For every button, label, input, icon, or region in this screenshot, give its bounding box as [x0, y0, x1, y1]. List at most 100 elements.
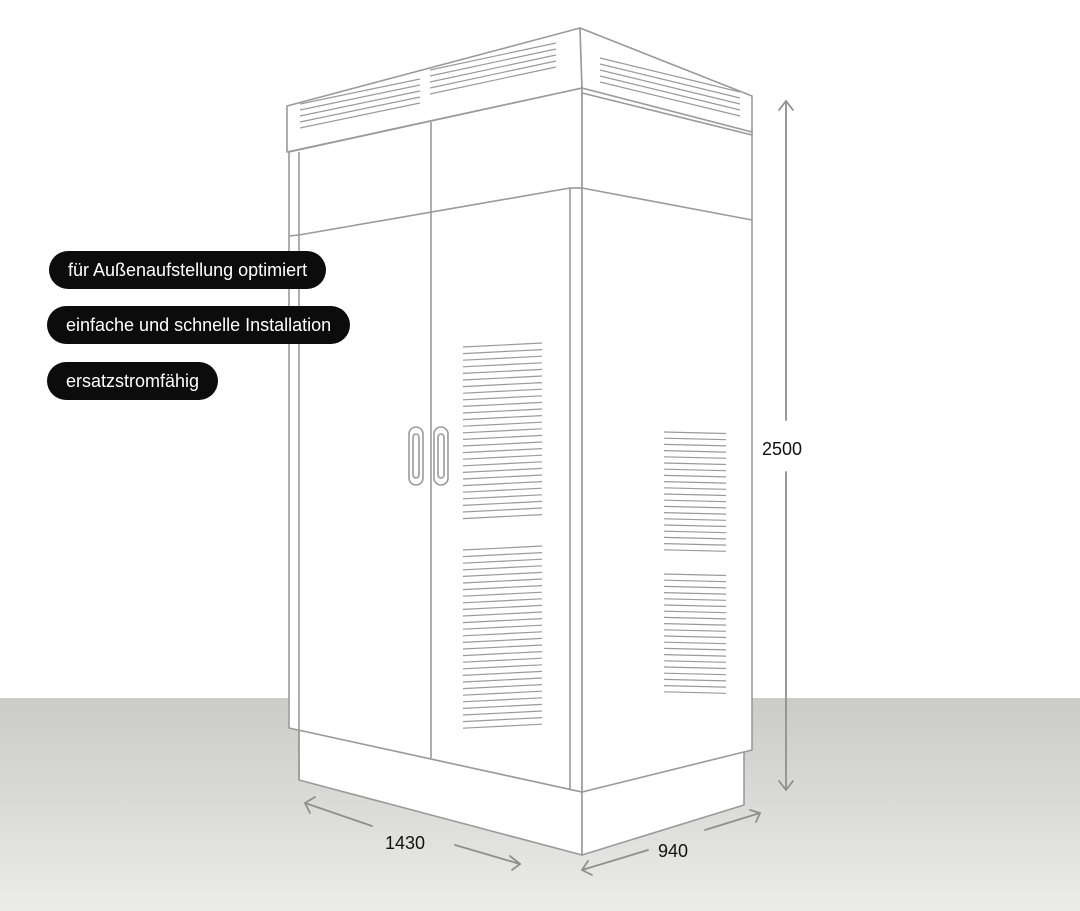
side-vent-upper-slat — [663, 450, 727, 453]
door-vent-lower-slat — [462, 703, 543, 709]
door-vent-upper-slat — [462, 467, 543, 473]
door-vent-upper-slat — [462, 500, 543, 506]
door-vent-upper-slat — [462, 441, 543, 447]
width-arrow-left — [304, 802, 373, 827]
door-vent-lower-slat — [462, 677, 543, 683]
door-vent-lower-slat — [462, 565, 543, 571]
roof-vent-front-a-slat — [299, 84, 421, 111]
side-vent-upper-slat — [663, 549, 727, 552]
side-vent-lower-slat — [663, 666, 727, 670]
door-vent-lower-slat — [462, 697, 543, 703]
side-vent-lower-slat — [663, 641, 727, 645]
roof-vent-front-a-slat — [299, 90, 421, 117]
roof-vent-side-slat — [599, 63, 741, 99]
roof-vent-front-a-slat — [299, 102, 421, 129]
door-vent-upper-slat — [462, 388, 543, 394]
depth-label: 940 — [658, 841, 689, 861]
side-vent-upper-slat — [663, 518, 727, 521]
door-vent-upper-slat — [462, 408, 543, 414]
side-vent-lower-slat — [663, 623, 727, 626]
door-vent-lower-slat — [462, 591, 543, 597]
roof-vent-front-b-slat — [429, 66, 557, 95]
roof-vent-front-b-slat — [429, 54, 557, 83]
door-vent-lower-slat — [462, 611, 543, 617]
side-vent-lower-slat — [663, 678, 727, 682]
door-handle-right — [433, 426, 449, 486]
door-vent-lower-slat — [462, 624, 543, 630]
depth-arrow-left — [581, 849, 649, 871]
feature-pill-outdoor: für Außenaufstellung optimiert — [49, 251, 327, 289]
side-vent-lower-slat — [663, 654, 727, 657]
side-vent-upper-slat — [663, 443, 727, 447]
door-vent-upper-slat — [462, 514, 543, 520]
door-vent-lower-slat — [462, 651, 543, 657]
door-vent-lower-slat — [462, 585, 543, 591]
door-vent-lower-slat — [462, 598, 543, 604]
door-vent-upper-slat — [462, 481, 543, 487]
side-vent-lower-slat — [663, 629, 727, 632]
side-vent-upper-slat — [663, 437, 727, 441]
roof-vent-side-slat — [599, 81, 741, 117]
side-vent-lower-slat — [663, 610, 727, 614]
side-vent-upper-slat — [663, 487, 727, 490]
door-vent-lower-slat — [462, 664, 543, 670]
door-vent-upper-slat — [462, 487, 543, 493]
side-vent-upper-slat — [663, 462, 727, 466]
door-vent-upper-slat — [462, 507, 543, 513]
side-vent-lower-slat — [663, 635, 727, 639]
door-vent-upper-slat — [462, 382, 543, 388]
side-vent-lower-slat — [663, 592, 727, 595]
side-vent-lower-slat — [663, 585, 727, 589]
roof-vent-front-a-slat — [299, 96, 421, 123]
side-vent-lower-slat — [663, 672, 727, 676]
door-vent-upper-slat — [462, 474, 543, 480]
side-vent-lower-slat — [663, 579, 727, 583]
door-vent-lower-slat — [462, 604, 543, 610]
side-vent-upper-slat — [663, 536, 727, 540]
side-vent-upper-slat — [663, 530, 727, 534]
door-vent-lower-slat — [462, 571, 543, 577]
door-vent-lower-slat — [462, 723, 543, 729]
door-vent-upper-slat — [462, 428, 543, 434]
door-vent-lower-slat — [462, 578, 543, 584]
door-vent-lower-slat — [462, 618, 543, 624]
door-vent-upper-slat — [462, 461, 543, 467]
door-vent-lower-slat — [462, 644, 543, 650]
door-vent-lower-slat — [462, 552, 543, 558]
side-vent-upper-slat — [663, 512, 727, 515]
roof-vent-front-b-slat — [429, 60, 557, 89]
door-vent-upper-slat — [462, 368, 543, 374]
side-vent-upper-slat — [663, 456, 727, 459]
side-vent-lower-slat — [663, 685, 727, 688]
side-vent-upper-slat — [663, 493, 727, 497]
roof-vent-front-b-slat — [429, 48, 557, 77]
door-vent-upper-slat — [462, 362, 543, 368]
side-vent-upper-slat — [663, 524, 727, 528]
side-vent-upper-slat — [663, 505, 727, 509]
door-vent-lower-slat — [462, 670, 543, 676]
width-label: 1430 — [385, 833, 426, 853]
side-vent-upper-slat — [663, 543, 727, 546]
door-vent-lower-slat — [462, 690, 543, 696]
roof-vent-front-a-slat — [299, 78, 421, 105]
roof-vent-side-slat — [599, 57, 741, 93]
door-vent-upper-slat — [462, 355, 543, 361]
side-vent-upper-slat — [663, 468, 727, 472]
side-vent-lower-slat — [663, 616, 727, 620]
door-vent-lower-slat — [462, 631, 543, 637]
door-vent-upper-slat — [462, 349, 543, 355]
door-vent-upper-slat — [462, 448, 543, 454]
door-vent-upper-slat — [462, 395, 543, 401]
side-vent-upper-slat — [663, 474, 727, 478]
depth-arrow-right — [704, 812, 761, 831]
side-vent-upper-slat — [663, 499, 727, 503]
side-vent-lower-slat — [663, 573, 727, 577]
height-label: 2500 — [762, 439, 803, 459]
door-vent-upper-slat — [462, 401, 543, 407]
door-vent-lower-slat — [462, 545, 543, 551]
roof-vent-front-b-slat — [429, 42, 557, 71]
door-vent-upper-slat — [462, 494, 543, 500]
roof-vent-side-slat — [599, 75, 741, 111]
door-vent-upper-slat — [462, 434, 543, 440]
side-vent-lower-slat — [663, 604, 727, 608]
